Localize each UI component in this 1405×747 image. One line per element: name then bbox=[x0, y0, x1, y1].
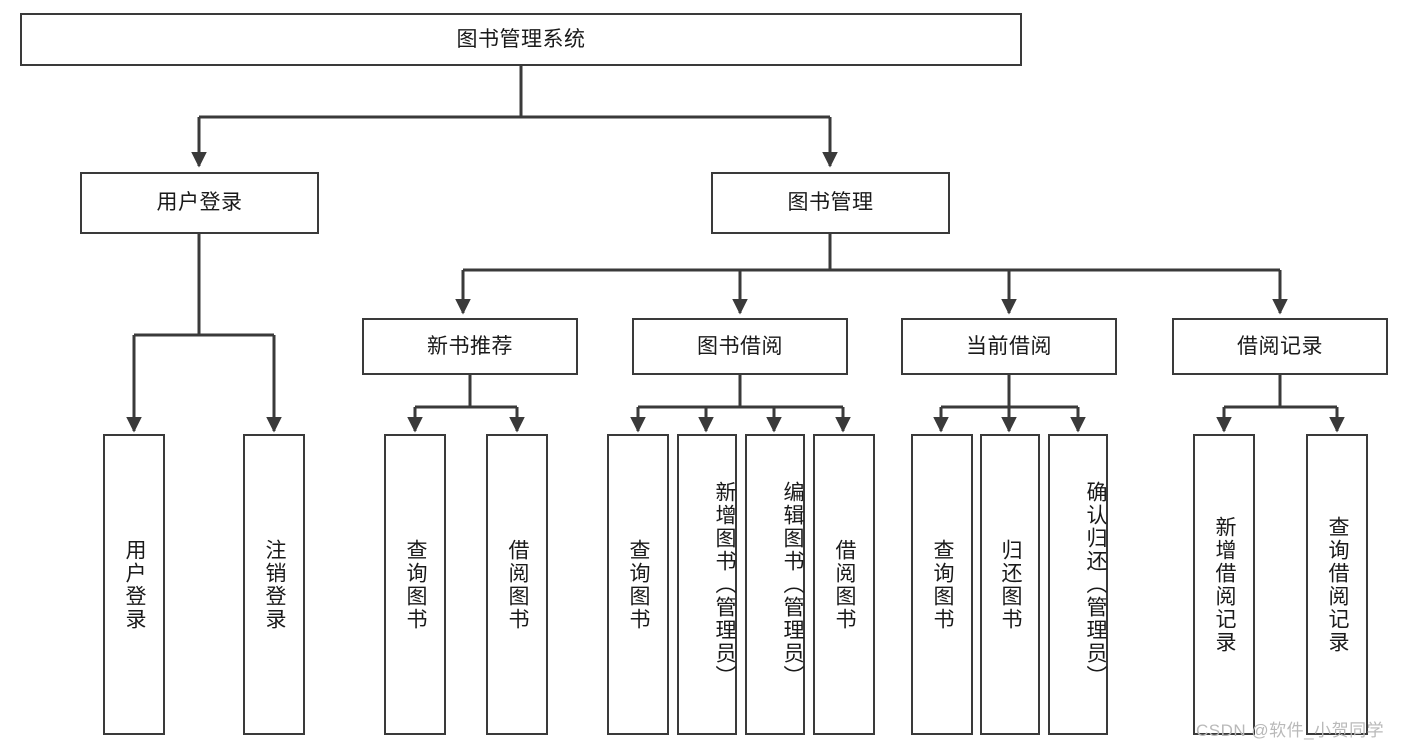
node-label: 借阅图书 bbox=[506, 538, 530, 631]
leaf-query-borrow-record[interactable]: 查询借阅记录 bbox=[1306, 434, 1368, 735]
leaf-return-book[interactable]: 归还图书 bbox=[980, 434, 1040, 735]
leaf-add-book-admin[interactable]: 新增图书（管理员） bbox=[677, 434, 737, 735]
leaf-logout[interactable]: 注销登录 bbox=[243, 434, 305, 735]
node-label: 归还图书 bbox=[999, 538, 1023, 631]
node-label: 查询借阅记录 bbox=[1326, 515, 1350, 654]
node-new-book-recommend[interactable]: 新书推荐 bbox=[362, 318, 578, 375]
node-label: 编辑图书（管理员） bbox=[781, 481, 804, 688]
node-book-borrow[interactable]: 图书借阅 bbox=[632, 318, 848, 375]
node-borrow-record[interactable]: 借阅记录 bbox=[1172, 318, 1388, 375]
leaf-add-borrow-record[interactable]: 新增借阅记录 bbox=[1193, 434, 1255, 735]
leaf-edit-book-admin[interactable]: 编辑图书（管理员） bbox=[745, 434, 805, 735]
watermark-text: CSDN @软件_小贺同学 bbox=[1196, 721, 1385, 740]
leaf-query-book-recommend[interactable]: 查询图书 bbox=[384, 434, 446, 735]
node-label: 注销登录 bbox=[263, 538, 287, 631]
node-label: 查询图书 bbox=[627, 538, 651, 631]
node-label: 借阅记录 bbox=[1237, 334, 1323, 358]
leaf-query-book-current[interactable]: 查询图书 bbox=[911, 434, 973, 735]
node-label: 查询图书 bbox=[931, 538, 955, 631]
node-label: 查询图书 bbox=[404, 538, 428, 631]
leaf-borrow-book-recommend[interactable]: 借阅图书 bbox=[486, 434, 548, 735]
node-label: 新增图书（管理员） bbox=[713, 481, 736, 688]
node-root-system[interactable]: 图书管理系统 bbox=[20, 13, 1022, 66]
leaf-borrow-book[interactable]: 借阅图书 bbox=[813, 434, 875, 735]
node-label: 新增借阅记录 bbox=[1213, 515, 1237, 654]
node-user-login[interactable]: 用户登录 bbox=[80, 172, 319, 234]
node-label: 新书推荐 bbox=[427, 334, 513, 358]
leaf-query-book-borrow[interactable]: 查询图书 bbox=[607, 434, 669, 735]
node-current-borrow[interactable]: 当前借阅 bbox=[901, 318, 1117, 375]
node-label: 确认归还（管理员） bbox=[1084, 481, 1107, 688]
node-label: 当前借阅 bbox=[966, 334, 1052, 358]
leaf-confirm-return-admin[interactable]: 确认归还（管理员） bbox=[1048, 434, 1108, 735]
node-label: 用户登录 bbox=[123, 538, 147, 631]
leaf-user-login[interactable]: 用户登录 bbox=[103, 434, 165, 735]
node-label: 图书管理 bbox=[787, 191, 874, 215]
node-label: 用户登录 bbox=[156, 191, 243, 215]
node-label: 借阅图书 bbox=[833, 538, 857, 631]
node-book-management[interactable]: 图书管理 bbox=[711, 172, 950, 234]
node-label: 图书借阅 bbox=[697, 334, 783, 358]
node-label: 图书管理系统 bbox=[456, 27, 586, 51]
